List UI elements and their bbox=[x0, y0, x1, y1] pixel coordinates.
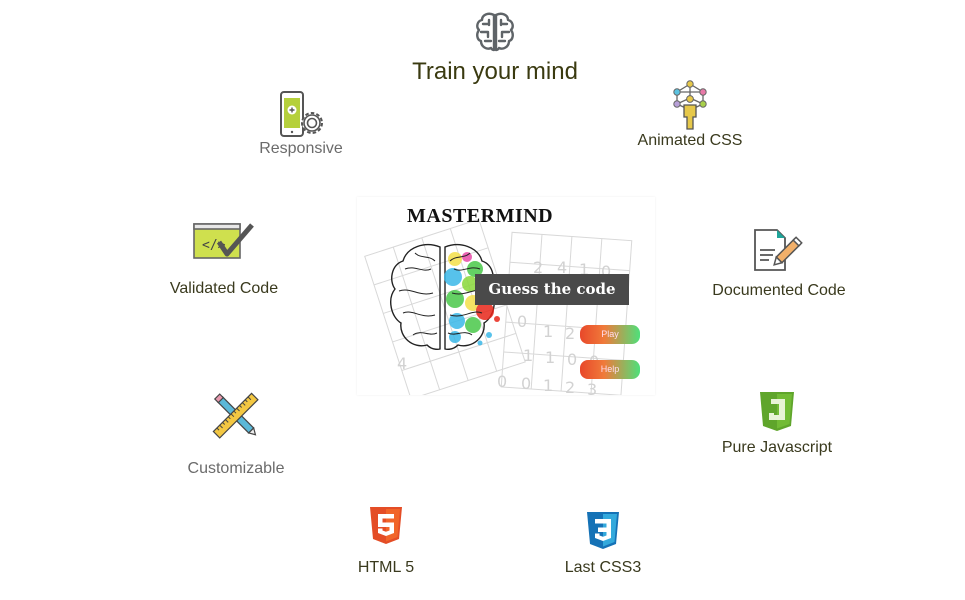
background-digit: 2 bbox=[565, 324, 575, 343]
feature-documented-code: Documented Code bbox=[704, 228, 854, 300]
feature-label: Documented Code bbox=[712, 282, 846, 299]
background-digit: 1 bbox=[543, 322, 553, 341]
background-digit: 2 bbox=[565, 378, 575, 395]
background-digit: 4 bbox=[557, 258, 567, 277]
feature-pure-javascript: Pure Javascript bbox=[712, 390, 842, 457]
network-person-icon bbox=[673, 80, 707, 130]
feature-html5: HTML 5 bbox=[341, 505, 431, 577]
background-digit: 0 bbox=[567, 350, 577, 369]
game-title: MASTERMIND bbox=[407, 205, 554, 227]
feature-css3: Last CSS3 bbox=[553, 510, 653, 577]
background-digit: 0 bbox=[497, 372, 507, 391]
javascript-shield-icon bbox=[760, 392, 794, 431]
feature-label: Pure Javascript bbox=[721, 439, 833, 456]
background-digit: 2 bbox=[533, 258, 543, 277]
background-digit: 1 bbox=[545, 348, 555, 367]
html5-shield-icon bbox=[370, 507, 402, 544]
feature-customizable: Customizable bbox=[176, 392, 296, 478]
background-digit: 3 bbox=[587, 380, 597, 395]
page-title: Train your mind bbox=[412, 58, 578, 85]
play-button[interactable]: Play bbox=[580, 325, 640, 344]
document-pencil-icon bbox=[754, 229, 803, 271]
feature-label: Customizable bbox=[187, 460, 285, 477]
feature-label: Animated CSS bbox=[637, 132, 743, 149]
mastermind-hero-banner: 241001211100001234 MASTERMIND Guess the … bbox=[357, 197, 655, 395]
background-digit: 1 bbox=[579, 260, 589, 279]
feature-label: Responsive bbox=[259, 140, 343, 157]
feature-label: Validated Code bbox=[169, 280, 279, 297]
background-digit: 4 bbox=[397, 354, 407, 373]
background-digit: 0 bbox=[517, 312, 527, 331]
background-digit: 0 bbox=[601, 262, 611, 281]
css3-shield-icon bbox=[587, 512, 619, 549]
background-digit: 1 bbox=[523, 346, 533, 365]
feature-label: Last CSS3 bbox=[564, 559, 642, 576]
background-digit: 0 bbox=[521, 374, 531, 393]
feature-label: HTML 5 bbox=[357, 559, 415, 576]
feature-animated-css: Animated CSS bbox=[630, 80, 750, 150]
brain-illustration bbox=[390, 243, 500, 351]
ruler-pencil-icon bbox=[212, 392, 259, 439]
help-button[interactable]: Help bbox=[580, 360, 640, 379]
background-digit: 1 bbox=[543, 376, 553, 395]
guess-the-code-banner: Guess the code bbox=[475, 274, 629, 305]
brain-icon bbox=[476, 12, 514, 52]
validated-code-window-icon: </> bbox=[193, 223, 254, 259]
header: Train your mind bbox=[395, 10, 595, 86]
responsive-phone-gear-icon bbox=[280, 91, 323, 137]
feature-validated-code: </> Validated Code bbox=[160, 222, 288, 298]
feature-responsive: Responsive bbox=[250, 90, 352, 158]
